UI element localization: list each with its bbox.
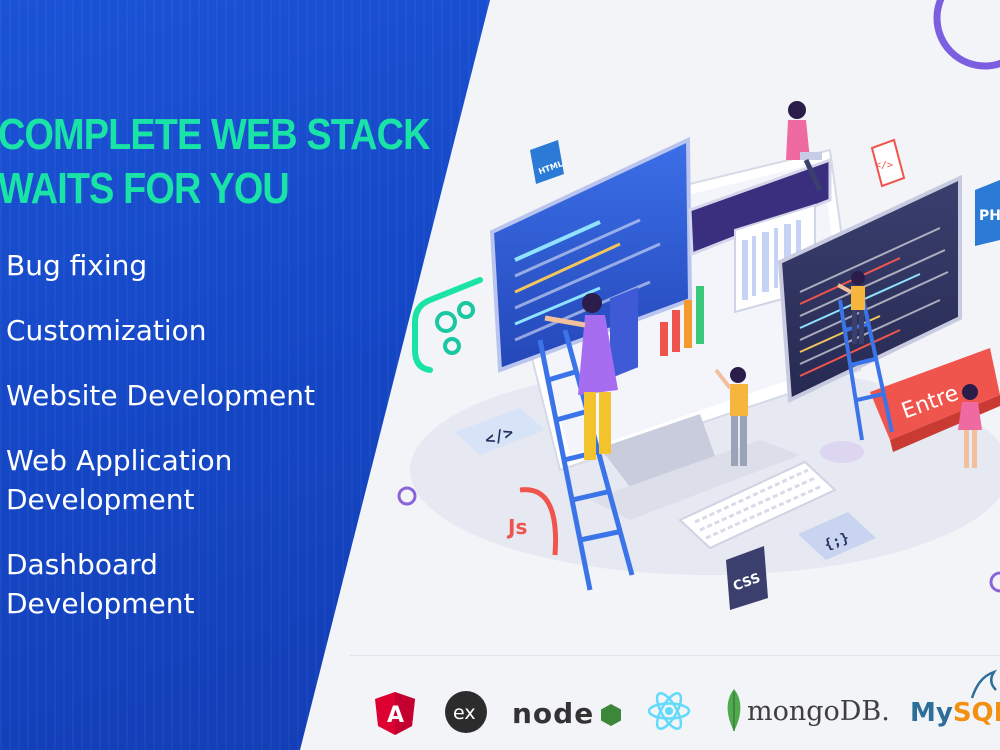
headline-line-1: COMPLETE WEB STACK	[0, 110, 430, 159]
woman-standing-figure	[958, 384, 982, 468]
js-tag-label: Js	[506, 515, 527, 539]
man-standing-figure	[714, 367, 748, 466]
mysql-logo: MySQL	[910, 698, 1000, 728]
react-logo	[647, 692, 691, 730]
service-label: Web Application	[6, 444, 233, 477]
brace-tag: {;}	[798, 512, 876, 560]
code-tag: </>	[455, 408, 545, 455]
php-tag-label: PH	[979, 208, 1000, 224]
services-list: Bug fixing Customization Website Develop…	[6, 246, 315, 649]
php-tag: PH	[975, 180, 1000, 246]
logo-strip-divider	[350, 655, 1000, 656]
service-item: Website Development	[6, 376, 315, 415]
woman-on-ladder-figure	[544, 293, 618, 460]
service-label: Development	[6, 483, 195, 516]
top-screen	[688, 157, 832, 257]
ring-decoration	[989, 571, 1000, 593]
headline: COMPLETE WEB STACK WAITS FOR YOU	[0, 108, 430, 216]
angle-tag-label: </>	[875, 160, 893, 171]
gear-card	[412, 277, 483, 373]
man-on-ladder-figure	[837, 271, 865, 344]
service-label: Bug fixing	[6, 249, 148, 282]
html-tag: HTML	[530, 140, 564, 184]
express-logo: ex	[445, 691, 487, 733]
service-label: Dashboard	[6, 548, 158, 581]
mysql-logo-part-1: My	[910, 698, 953, 728]
service-item: Bug fixing	[6, 246, 315, 285]
ring-decoration	[397, 486, 417, 506]
service-label: Customization	[6, 314, 207, 347]
ladder-right	[838, 293, 894, 441]
service-label: Development	[6, 587, 195, 620]
js-tag: Js	[506, 487, 559, 556]
mongodb-logo: mongoDB.	[747, 696, 890, 727]
mouse	[820, 441, 864, 463]
node-js-hex-icon	[601, 704, 621, 726]
node-logo: node	[512, 697, 595, 730]
headline-line-2: WAITS FOR YOU	[0, 164, 290, 213]
angular-logo-label: A	[387, 703, 404, 728]
code-screen-left	[489, 136, 693, 379]
angle-tag: </>	[870, 138, 906, 188]
mysql-dolphin-icon	[970, 669, 998, 699]
angular-logo: A	[375, 692, 415, 735]
woman-sitting-figure	[786, 101, 823, 192]
bar-chart-graphic	[660, 286, 704, 356]
express-logo-label: ex	[453, 702, 476, 724]
mongodb-leaf-icon	[727, 689, 741, 731]
service-label: Website Development	[6, 379, 316, 412]
service-item: Customization	[6, 311, 315, 350]
ring-decoration	[933, 0, 1000, 70]
mysql-logo-part-2: SQL	[952, 698, 1000, 728]
ladder-left	[537, 329, 635, 591]
keyboard	[678, 460, 837, 550]
css-tag: CSS	[726, 546, 768, 610]
